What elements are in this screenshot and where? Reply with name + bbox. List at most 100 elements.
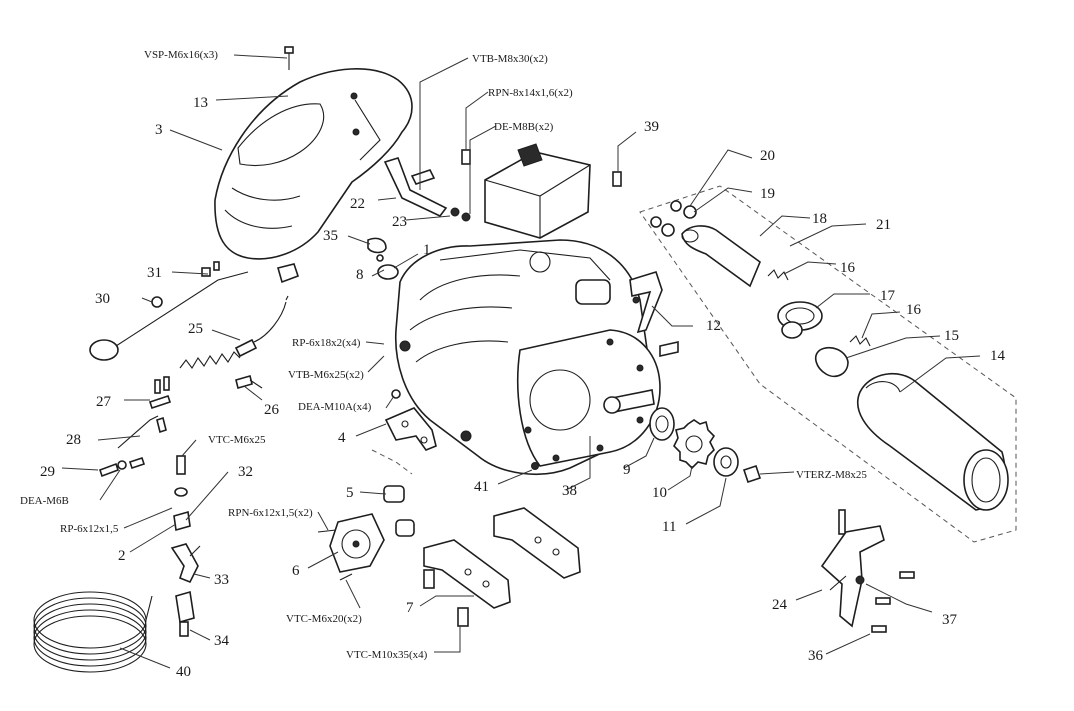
label-rpn-8x14: RPN-8x14x1,6(x2) (488, 87, 573, 99)
callout-24: 24 (772, 597, 788, 613)
callout-28: 28 (66, 432, 81, 448)
part-16-spring-upper (767, 269, 789, 281)
callout-6: 6 (292, 563, 300, 579)
label-vterz-m8x25: VTERZ-M8x25 (796, 469, 867, 481)
callout-35: 35 (323, 228, 338, 244)
callout-13: 13 (193, 95, 208, 111)
part-1-plug (376, 254, 399, 280)
part-27-pins (148, 376, 172, 434)
part-shroud-cover (214, 68, 413, 260)
label-vsp-m6x16: VSP-M6x16(x3) (144, 49, 218, 61)
label-vtc-m10x35: VTC-M10x35(x4) (346, 649, 428, 661)
callout-18: 18 (812, 211, 827, 227)
callout-31: 31 (147, 265, 162, 281)
part-vterz-bolt (742, 464, 762, 484)
part-32-fitting (173, 455, 191, 532)
assembly-dash-line-4 (371, 449, 413, 475)
callout-30: 30 (95, 291, 110, 307)
part-10-sprocket (673, 419, 716, 470)
callout-25: 25 (188, 321, 203, 337)
callout-8: 8 (356, 267, 364, 283)
part-29-fastener (98, 456, 146, 478)
part-18-exhaust-pipe (681, 225, 761, 288)
part-34-fuel-filter (175, 590, 195, 637)
callout-16-upper: 16 (840, 260, 856, 276)
leader-lines (61, 54, 981, 669)
part-26-bolt (235, 375, 263, 389)
callout-37: 37 (942, 612, 958, 628)
part-24-guard-bracket (820, 509, 885, 628)
part-19-20-nuts (650, 200, 697, 237)
callout-15: 15 (944, 328, 959, 344)
label-rp-6x12: RP-6x12x1,5 (60, 523, 119, 535)
part-40-fuel-hose-coil (33, 591, 153, 673)
callout-16-lower: 16 (906, 302, 922, 318)
part-fuel-tank (484, 143, 591, 239)
part-7-mount-foot-rear (493, 507, 581, 579)
callout-34: 34 (214, 633, 230, 649)
callout-numbers: 13 3 22 23 35 1 8 31 30 25 27 26 28 29 3… (40, 95, 1006, 680)
part-41-screw (531, 462, 539, 470)
part-28-rod (117, 415, 159, 449)
part-14-muffler (856, 373, 1009, 511)
part-37-screw (855, 575, 865, 585)
exhaust-assembly-dash-frame (639, 185, 1017, 543)
part-11-spacer (713, 447, 739, 477)
part-35-grommet (367, 237, 387, 254)
callout-3: 3 (155, 122, 163, 138)
callout-1: 1 (423, 242, 431, 258)
callout-26: 26 (264, 402, 280, 418)
label-de-m8b: DE-M8B(x2) (494, 121, 554, 133)
part-17-clamp (777, 301, 823, 339)
callout-23: 23 (392, 214, 407, 230)
part-5-rubber-mount (383, 485, 415, 537)
part-25-spring (179, 295, 289, 369)
callout-20: 20 (760, 148, 775, 164)
callout-14: 14 (990, 348, 1006, 364)
part-7-mount-foot-front (423, 539, 511, 609)
callout-32: 32 (238, 464, 253, 480)
hardware-labels: VSP-M6x16(x3) VTB-M8x30(x2) RPN-8x14x1,6… (20, 49, 867, 661)
label-vtc-m6x25: VTC-M6x25 (208, 434, 266, 446)
part-36-screws (871, 571, 915, 633)
callout-21: 21 (876, 217, 891, 233)
callout-22: 22 (350, 196, 365, 212)
callout-27: 27 (96, 394, 112, 410)
label-vtb-m8x30: VTB-M8x30(x2) (472, 53, 548, 65)
callout-36: 36 (808, 648, 824, 664)
label-rpn-6x12: RPN-6x12x1,5(x2) (228, 507, 313, 519)
part-16-spring-lower (849, 335, 871, 347)
callout-19: 19 (760, 186, 775, 202)
label-dea-m6b: DEA-M6B (20, 495, 69, 507)
callout-10: 10 (652, 485, 667, 501)
part-13-screws (284, 46, 360, 136)
part-30-cable-loop (89, 261, 249, 361)
callout-9: 9 (623, 462, 631, 478)
callout-39: 39 (644, 119, 659, 135)
callout-41: 41 (474, 479, 489, 495)
callout-38: 38 (562, 483, 577, 499)
part-7-bolts (423, 569, 469, 627)
part-39-screw (612, 171, 622, 187)
callout-17: 17 (880, 288, 896, 304)
label-vtb-m6x25: VTB-M6x25(x2) (288, 369, 364, 381)
label-dea-m10a: DEA-M10A(x4) (298, 401, 372, 413)
callout-29: 29 (40, 464, 55, 480)
callout-7: 7 (406, 600, 414, 616)
callout-5: 5 (346, 485, 354, 501)
part-31-grommet (277, 263, 300, 284)
part-6-fuel-pump (317, 513, 385, 581)
callout-12: 12 (706, 318, 721, 334)
part-22-bracket (383, 149, 471, 222)
part-12-bracket (629, 271, 679, 357)
callout-33: 33 (214, 572, 229, 588)
callout-2: 2 (118, 548, 126, 564)
label-rp-6x18: RP-6x18x2(x4) (292, 337, 361, 349)
part-15-gasket (814, 346, 849, 378)
label-vtc-m6x20: VTC-M6x20(x2) (286, 613, 362, 625)
part-9-seal (649, 407, 675, 441)
callout-11: 11 (662, 519, 676, 535)
callout-40: 40 (176, 664, 191, 680)
